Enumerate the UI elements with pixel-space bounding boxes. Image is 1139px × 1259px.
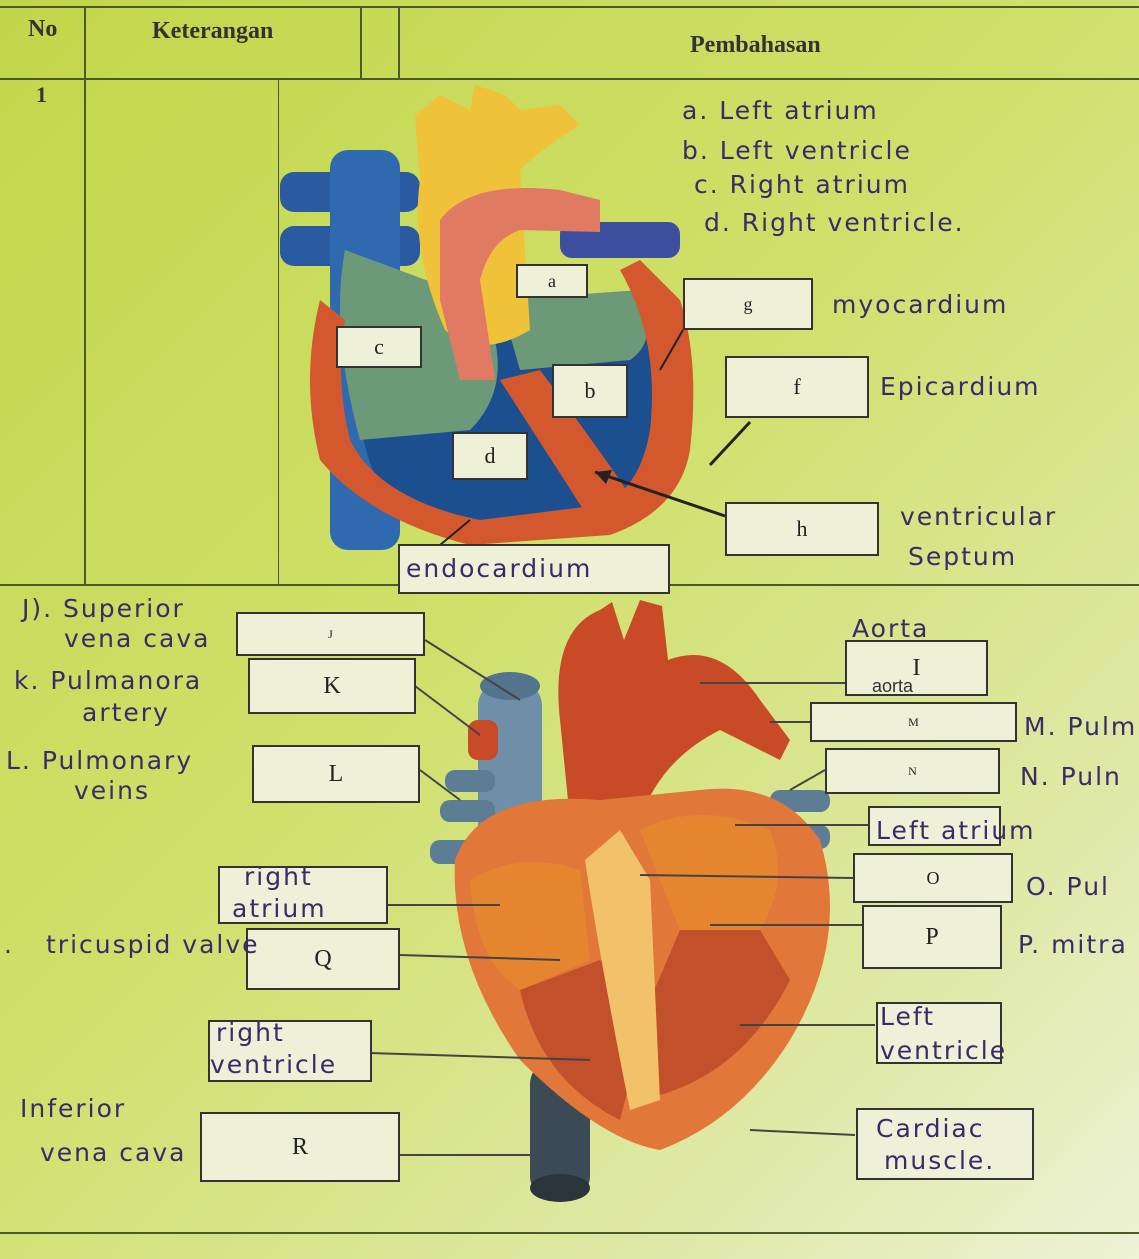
answer-p: P. mitra <box>1018 930 1128 960</box>
label-box-k: K <box>248 658 416 714</box>
answer-j-line1: J). Superior <box>22 594 185 624</box>
label-i: I <box>913 655 921 682</box>
label-box-g: g <box>683 278 813 330</box>
answer-a: a. Left atrium <box>682 96 879 126</box>
label-box-m: M <box>810 702 1017 742</box>
label-box-l: L <box>252 745 420 803</box>
answer-i: Aorta <box>852 614 929 644</box>
answer-h-line1: ventricular <box>900 502 1057 532</box>
label-box-o: O <box>853 853 1013 903</box>
printed-aorta: aorta <box>872 676 913 697</box>
answer-left-ventricle-2: ventricle <box>880 1036 1007 1066</box>
label-box-h: h <box>725 502 879 556</box>
label-box-r: R <box>200 1112 400 1182</box>
label-box-p: P <box>862 905 1002 969</box>
answer-j-line2: vena cava <box>64 624 210 654</box>
answer-g: myocardium <box>832 290 1008 320</box>
answer-m: M. Pulm <box>1024 712 1137 742</box>
answer-endocardium: endocardium <box>406 554 592 584</box>
label-box-j: J <box>236 612 425 656</box>
answer-h-line2: Septum <box>908 542 1017 572</box>
answer-cardiac-1: Cardiac <box>876 1114 985 1144</box>
answer-n: N. Puln <box>1020 762 1122 792</box>
answer-q-prefix: . <box>4 930 14 960</box>
label-box-i: I <box>845 640 988 696</box>
answer-c: c. Right atrium <box>694 170 910 200</box>
answer-k-line2: artery <box>82 698 170 728</box>
answer-r-line1: Inferior <box>20 1094 126 1124</box>
answer-cardiac-2: muscle. <box>884 1146 995 1176</box>
label-box-a: a <box>516 264 588 298</box>
label-box-b: b <box>552 364 628 418</box>
answer-right-ventricle-2: ventricle <box>210 1050 337 1080</box>
label-box-f: f <box>725 356 869 418</box>
answer-right-ventricle-1: right <box>216 1018 285 1048</box>
answer-l-line1: L. Pulmonary <box>6 746 193 776</box>
label-box-n: N <box>825 748 1000 794</box>
answer-q: tricuspid valve <box>46 930 260 960</box>
answer-right-atrium-2: atrium <box>232 894 327 924</box>
answer-r-line2: vena cava <box>40 1138 186 1168</box>
label-box-d: d <box>452 432 528 480</box>
answer-right-atrium-1: right <box>244 862 313 892</box>
answer-l-line2: veins <box>74 776 150 806</box>
label-box-endocardium: endocardium <box>398 544 670 594</box>
answer-o: O. Pul <box>1026 872 1110 902</box>
answer-b: b. Left ventricle <box>682 136 912 166</box>
answer-d: d. Right ventricle. <box>704 208 965 238</box>
label-box-q: Q <box>246 928 400 990</box>
answer-f: Epicardium <box>880 372 1041 402</box>
answer-left-atrium: Left atrium <box>876 816 1036 846</box>
answer-left-ventricle-1: Left <box>880 1002 935 1032</box>
answer-k-line1: k. Pulmanora <box>14 666 202 696</box>
label-box-c: c <box>336 326 422 368</box>
